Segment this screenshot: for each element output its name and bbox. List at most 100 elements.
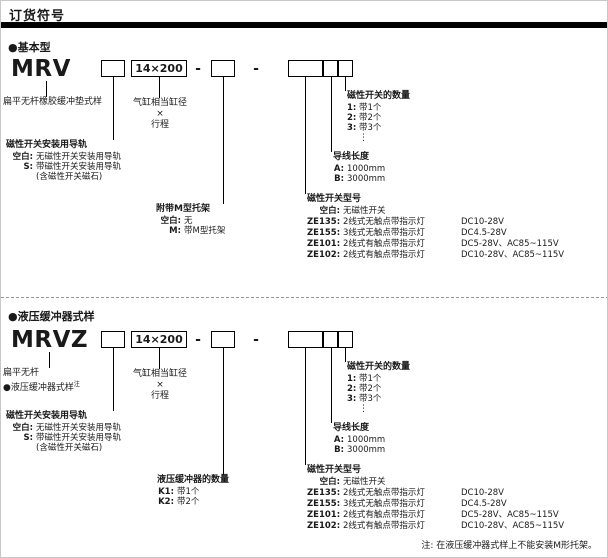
option-voltage: [455, 206, 564, 217]
rail-option-row: 空白: 无磁性开关安装用导轨: [6, 152, 121, 162]
option-text: 2线式有触点带指示灯: [343, 239, 425, 249]
option-key: A:: [333, 164, 344, 174]
order-box-switch-basic: [288, 60, 323, 77]
order-box-bracket-basic: [211, 60, 235, 77]
switch-qty-row: 1: 带1个: [347, 374, 410, 384]
option-voltage: DC4.5-28V: [461, 499, 507, 509]
order-box-lead-basic: [323, 60, 338, 77]
model-code-basic: MRV: [11, 56, 71, 82]
option-key: 3:: [347, 123, 357, 133]
option-text: 带3个: [359, 394, 382, 404]
connector-line: [159, 77, 160, 98]
order-box-bore-basic: 14×200: [131, 60, 187, 77]
option-key: 空白:: [160, 216, 181, 226]
buffer-qty-title: 液压缓冲器的数量: [157, 475, 230, 485]
connector-line: [46, 81, 47, 97]
option-text: 带磁性开关安装用导轨: [36, 162, 122, 172]
option-key: ZE135:: [307, 217, 341, 227]
rail-option-title: 磁性开关安装用导轨: [6, 140, 88, 150]
lead-length-title: 导线长度: [333, 423, 370, 433]
connector-line: [49, 352, 50, 368]
vertical-ellipsis: ⋮: [359, 133, 368, 143]
switch-model-block-basic: 磁性开关型号 空白: 无磁性开关 ZE135: 2线式无触点带指示灯 DC10-…: [307, 194, 564, 261]
option-voltage: DC10-28V: [461, 217, 504, 227]
bore-label-line3: 行程: [150, 391, 169, 401]
switch-model-title: 磁性开关型号: [307, 465, 362, 475]
switch-model-block-buffer: 磁性开关型号 空白: 无磁性开关 ZE135: 2线式无触点带指示灯 DC10-…: [307, 465, 564, 532]
order-box-lead-buffer: [323, 331, 338, 348]
option-key: 空白:: [12, 423, 33, 433]
lead-length-row: A: 1000mm: [333, 164, 385, 174]
lead-length-block-buffer: 导线长度 A: 1000mm B: 3000mm: [333, 423, 385, 455]
option-key: ZE155:: [307, 228, 341, 238]
connector-line: [305, 77, 306, 194]
order-box-rail-buffer: [101, 331, 125, 348]
bracket-option-title: 附带M型托架: [156, 204, 210, 214]
connector-line: [331, 348, 332, 423]
rail-option-row: 空白: 无磁性开关安装用导轨: [6, 423, 121, 433]
option-key: ZE102:: [307, 521, 341, 531]
switch-qty-title: 磁性开关的数量: [347, 91, 411, 101]
option-text: 2线式有触点带指示灯: [343, 250, 425, 260]
option-text: 3线式无触点带指示灯: [343, 228, 425, 238]
option-text: 2线式有触点带指示灯: [343, 521, 425, 531]
order-box-bore-buffer: 14×200: [131, 331, 187, 348]
option-text: 1000mm: [347, 435, 386, 445]
switch-qty-block-basic: 磁性开关的数量 1: 带1个 2: 带2个 3: 带3个 ⋮: [347, 91, 410, 143]
option-text: 3000mm: [347, 445, 386, 455]
switch-model-row: 空白: 无磁性开关: [307, 477, 564, 488]
option-voltage: DC5-28V、AC85~115V: [461, 510, 559, 520]
option-key: K2:: [158, 497, 174, 507]
switch-model-title: 磁性开关型号: [307, 194, 362, 204]
option-text: 带2个: [359, 113, 382, 123]
switch-model-row: ZE102: 2线式有触点带指示灯 DC10-28V、AC85~115V: [307, 521, 564, 532]
rail-option-row: (含磁性开关磁石): [6, 443, 121, 453]
title-bar: [1, 22, 607, 28]
option-voltage: [455, 477, 564, 488]
flat-style-line2: ●液压缓冲器式样注: [3, 379, 80, 394]
lead-length-block-basic: 导线长度 A: 1000mm B: 3000mm: [333, 152, 385, 184]
rail-option-row: S: 带磁性开关安装用导轨: [6, 433, 121, 443]
bore-stroke-label-basic: 气缸相当缸径 × 行程: [131, 98, 189, 131]
connector-line: [345, 348, 346, 362]
switch-model-row: ZE135: 2线式无触点带指示灯 DC10-28V: [307, 488, 564, 499]
flat-style-line1: 扁平无杆: [3, 368, 40, 378]
option-key: 3:: [347, 394, 357, 404]
switch-qty-row: 2: 带2个: [347, 384, 410, 394]
option-text: 无磁性开关: [343, 477, 386, 487]
option-key: K1:: [158, 487, 174, 497]
connector-line: [113, 348, 114, 411]
switch-qty-block-buffer: 磁性开关的数量 1: 带1个 2: 带2个 3: 带3个 ⋮: [347, 362, 410, 414]
vertical-ellipsis: ⋮: [359, 404, 368, 414]
option-key: S:: [23, 162, 33, 172]
option-text: 带1个: [359, 374, 382, 384]
option-voltage: DC4.5-28V: [461, 228, 507, 238]
option-key: B:: [334, 174, 344, 184]
option-key: 2:: [347, 384, 357, 394]
bracket-option-row: 空白: 无: [156, 216, 225, 226]
connector-line: [223, 77, 224, 204]
option-text: 带磁性开关安装用导轨: [36, 433, 122, 443]
option-voltage: DC10-28V: [461, 488, 504, 498]
option-text: 无: [184, 216, 193, 226]
order-box-switch-buffer: [288, 331, 323, 348]
option-key: ZE101:: [307, 510, 341, 520]
rail-option-block-buffer: 磁性开关安装用导轨 空白: 无磁性开关安装用导轨 S: 带磁性开关安装用导轨 (…: [6, 411, 121, 453]
option-voltage: DC10-28V、AC85~115V: [461, 250, 565, 260]
dash-separator: -: [253, 331, 259, 348]
option-text: 无磁性开关安装用导轨: [36, 423, 122, 433]
option-key: [6, 443, 36, 453]
option-key: ZE102:: [307, 250, 341, 260]
option-text: 带M型托架: [184, 226, 226, 236]
section-divider: [1, 297, 607, 298]
option-key: ZE135:: [307, 488, 341, 498]
flat-style-line2-text: ●液压缓冲器式样: [3, 383, 74, 393]
option-text: (含磁性开关磁石): [36, 443, 103, 453]
bore-stroke-label-buffer: 气缸相当缸径 × 行程: [131, 369, 189, 402]
option-key: ZE101:: [307, 239, 341, 249]
option-key: B:: [334, 445, 344, 455]
flat-style-label-basic: 扁平无杆橡胶缓冲垫式样: [3, 97, 103, 107]
connector-line: [113, 77, 114, 140]
connector-line: [345, 77, 346, 91]
option-text: 2线式无触点带指示灯: [343, 217, 425, 227]
